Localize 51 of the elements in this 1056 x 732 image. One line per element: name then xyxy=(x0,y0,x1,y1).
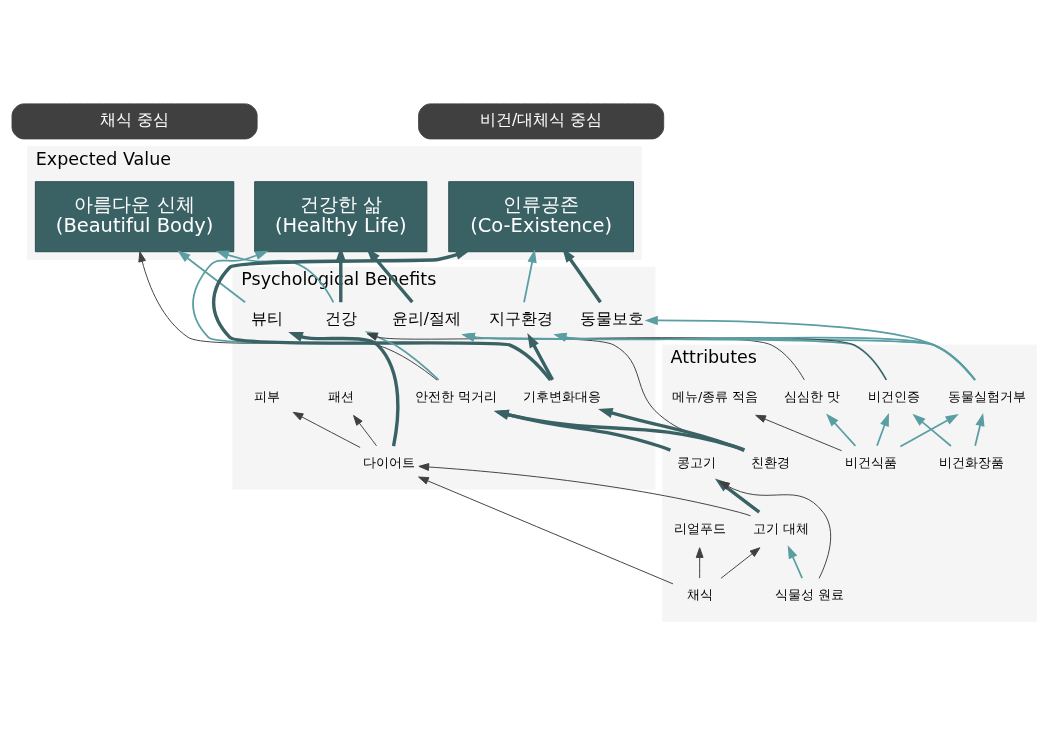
arrow xyxy=(644,315,976,381)
arrow xyxy=(695,546,704,579)
node-text: 안전한 먹거리 xyxy=(414,388,497,404)
arrow xyxy=(523,248,537,303)
node-box: 채식 중심 xyxy=(11,102,258,139)
node-text: 콩고기 xyxy=(677,454,717,470)
node-box: 아름다운 신체 (Beautiful Body) xyxy=(34,180,235,252)
node-text: 고기 대체 xyxy=(753,520,810,536)
arrow xyxy=(719,480,832,579)
node-box: 비건/대체식 중심 xyxy=(418,102,665,139)
node-text: 뷰티 xyxy=(250,309,283,328)
arrow xyxy=(292,411,361,448)
node-box: 건강한 삶 (Healthy Life) xyxy=(254,180,428,252)
arrow xyxy=(288,331,400,446)
node-text: 채식 xyxy=(686,586,713,602)
node-text: 지구환경 xyxy=(488,309,553,328)
node-text: 피부 xyxy=(253,388,280,404)
arrow xyxy=(899,413,959,447)
arrow xyxy=(418,462,752,516)
arrow xyxy=(364,330,440,381)
node-text: 동물실험거부 xyxy=(947,388,1026,404)
arrow xyxy=(418,476,674,584)
arrow xyxy=(527,332,554,381)
node-text: 동물보호 xyxy=(580,309,645,328)
arrow xyxy=(720,546,761,579)
arrow xyxy=(826,413,857,447)
arrow xyxy=(876,412,889,447)
arrow xyxy=(598,407,745,452)
node-text: 친환경 xyxy=(751,454,791,470)
node-text: 비건화장품 xyxy=(938,454,1004,470)
node-text: 기후변화대응 xyxy=(522,388,601,404)
node-text: 건강 xyxy=(324,309,357,328)
node-text: 메뉴/종류 적음 xyxy=(672,388,759,404)
arrow xyxy=(912,413,952,447)
node-text: 비건식품 xyxy=(844,454,897,470)
node-text: 윤리/절제 xyxy=(391,309,461,328)
arrow xyxy=(787,544,803,579)
arrow xyxy=(215,250,335,303)
arrow xyxy=(493,409,671,452)
node-text: 다이어트 xyxy=(363,454,416,470)
node-box: 인류공존 (Co-Existence) xyxy=(448,180,634,252)
arrow xyxy=(177,249,246,303)
arrow xyxy=(755,414,843,451)
arrow xyxy=(974,412,985,447)
node-text: 비건인증 xyxy=(868,388,921,404)
arrow xyxy=(353,414,378,446)
node-text: 식물성 원료 xyxy=(775,586,845,602)
arrow xyxy=(494,409,745,452)
node-text: 패션 xyxy=(327,388,354,404)
node-text: 리얼푸드 xyxy=(673,520,726,536)
node-text: 심심한 맛 xyxy=(784,388,841,404)
